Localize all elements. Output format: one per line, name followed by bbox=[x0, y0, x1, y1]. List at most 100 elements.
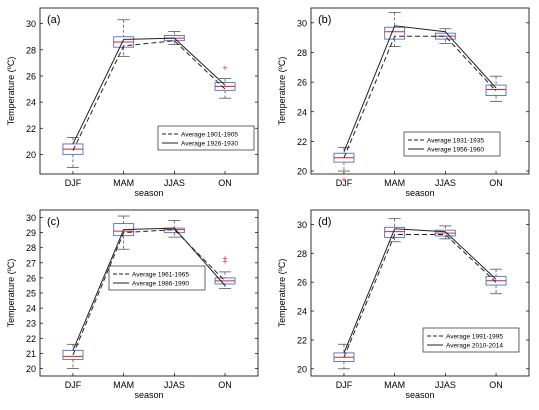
y-tick-label: 27 bbox=[26, 258, 36, 268]
box-ON bbox=[485, 75, 507, 102]
y-tick-label: 30 bbox=[297, 220, 307, 230]
y-tick-label: 23 bbox=[26, 319, 36, 329]
x-tick-label: ON bbox=[218, 178, 232, 188]
y-tick-label: 28 bbox=[297, 249, 307, 259]
box-iqr bbox=[384, 226, 406, 238]
x-tick-label: JJAS bbox=[435, 380, 456, 390]
legend-label: Average 1961-1965 bbox=[132, 272, 189, 279]
legend-label: Average 1931-1935 bbox=[427, 138, 484, 145]
series-line-solid bbox=[343, 228, 497, 354]
y-tick-label: 22 bbox=[297, 335, 307, 345]
y-tick-label: 25 bbox=[26, 289, 36, 299]
y-tick-label: 30 bbox=[26, 213, 36, 223]
x-tick-label: JJAS bbox=[164, 380, 185, 390]
panel-label: (c) bbox=[47, 216, 60, 228]
box-JJAS bbox=[434, 225, 456, 240]
y-tick-label: 22 bbox=[26, 124, 36, 134]
legend-label: Average 1991-1995 bbox=[446, 334, 503, 341]
legend-box bbox=[108, 265, 206, 291]
box-iqr bbox=[384, 26, 406, 40]
x-tick-label: DJF bbox=[65, 178, 82, 188]
series-line-dashed bbox=[343, 234, 497, 358]
panel-label: (d) bbox=[318, 216, 331, 228]
outlier-marker: + bbox=[341, 175, 346, 185]
x-tick-label: DJF bbox=[65, 380, 82, 390]
legend-box bbox=[422, 327, 520, 353]
y-tick-label: 20 bbox=[26, 364, 36, 374]
y-tick-label: 20 bbox=[297, 167, 307, 177]
panel-label: (a) bbox=[47, 14, 60, 26]
y-axis-label: Temperature (ºC) bbox=[277, 259, 287, 328]
x-axis-label: season bbox=[134, 390, 163, 400]
x-tick-label: ON bbox=[218, 380, 232, 390]
y-tick-label: 26 bbox=[26, 273, 36, 283]
y-tick-label: 29 bbox=[26, 228, 36, 238]
y-tick-label: 20 bbox=[26, 150, 36, 160]
legend-label: Average 1956-1960 bbox=[427, 147, 484, 154]
y-tick-label: 26 bbox=[297, 78, 307, 88]
legend-label: Average 1901-1905 bbox=[181, 132, 238, 139]
y-tick-label: 28 bbox=[26, 243, 36, 253]
series-line-dashed bbox=[72, 229, 226, 356]
y-tick-label: 20 bbox=[297, 364, 307, 374]
x-tick-label: JJAS bbox=[435, 178, 456, 188]
y-tick-label: 26 bbox=[297, 278, 307, 288]
x-tick-label: MAM bbox=[113, 178, 134, 188]
box-MAM bbox=[384, 12, 406, 47]
panel-label: (b) bbox=[318, 14, 331, 26]
x-axis-label: season bbox=[134, 188, 163, 198]
box-DJF bbox=[62, 137, 84, 168]
outlier-marker: + bbox=[222, 256, 227, 266]
box-ON bbox=[485, 268, 507, 295]
y-axis-label: Temperature (ºC) bbox=[277, 57, 287, 126]
y-axis-label: Temperature (ºC) bbox=[6, 259, 16, 328]
legend-box bbox=[403, 131, 501, 157]
x-tick-label: ON bbox=[489, 178, 503, 188]
y-tick-label: 24 bbox=[26, 98, 36, 108]
y-tick-label: 22 bbox=[297, 137, 307, 147]
y-tick-label: 24 bbox=[297, 107, 307, 117]
y-tick-label: 21 bbox=[26, 349, 36, 359]
series-line-dashed bbox=[72, 40, 226, 151]
x-tick-label: DJF bbox=[336, 380, 353, 390]
outlier-marker: + bbox=[222, 253, 227, 263]
x-axis-label: season bbox=[405, 188, 434, 198]
legend-label: Average 1986-1990 bbox=[132, 281, 189, 288]
x-tick-label: DJF bbox=[336, 178, 353, 188]
y-tick-label: 30 bbox=[297, 18, 307, 28]
x-tick-label: MAM bbox=[113, 380, 134, 390]
y-tick-label: 28 bbox=[26, 45, 36, 55]
box-ON: ++ bbox=[214, 253, 236, 289]
x-axis-label: season bbox=[405, 390, 434, 400]
legend-box bbox=[157, 125, 255, 151]
outlier-marker: + bbox=[222, 63, 227, 73]
y-tick-label: 30 bbox=[26, 19, 36, 29]
series-line-solid bbox=[343, 25, 497, 152]
y-tick-label: 24 bbox=[26, 304, 36, 314]
box-DJF: + bbox=[333, 146, 355, 185]
series-line-solid bbox=[72, 227, 226, 351]
series-line-dashed bbox=[343, 35, 497, 158]
box-iqr bbox=[62, 349, 84, 360]
legend-label: Average 2010-2014 bbox=[446, 343, 503, 350]
plot-frame bbox=[39, 209, 259, 377]
x-tick-label: JJAS bbox=[164, 178, 185, 188]
series-line-solid bbox=[72, 37, 226, 145]
y-tick-label: 28 bbox=[297, 48, 307, 58]
box-DJF bbox=[333, 343, 355, 370]
box-MAM bbox=[384, 218, 406, 243]
y-tick-label: 26 bbox=[26, 71, 36, 81]
box-iqr bbox=[485, 84, 507, 96]
box-MAM bbox=[113, 215, 135, 250]
x-tick-label: MAM bbox=[384, 380, 405, 390]
x-tick-label: ON bbox=[489, 380, 503, 390]
